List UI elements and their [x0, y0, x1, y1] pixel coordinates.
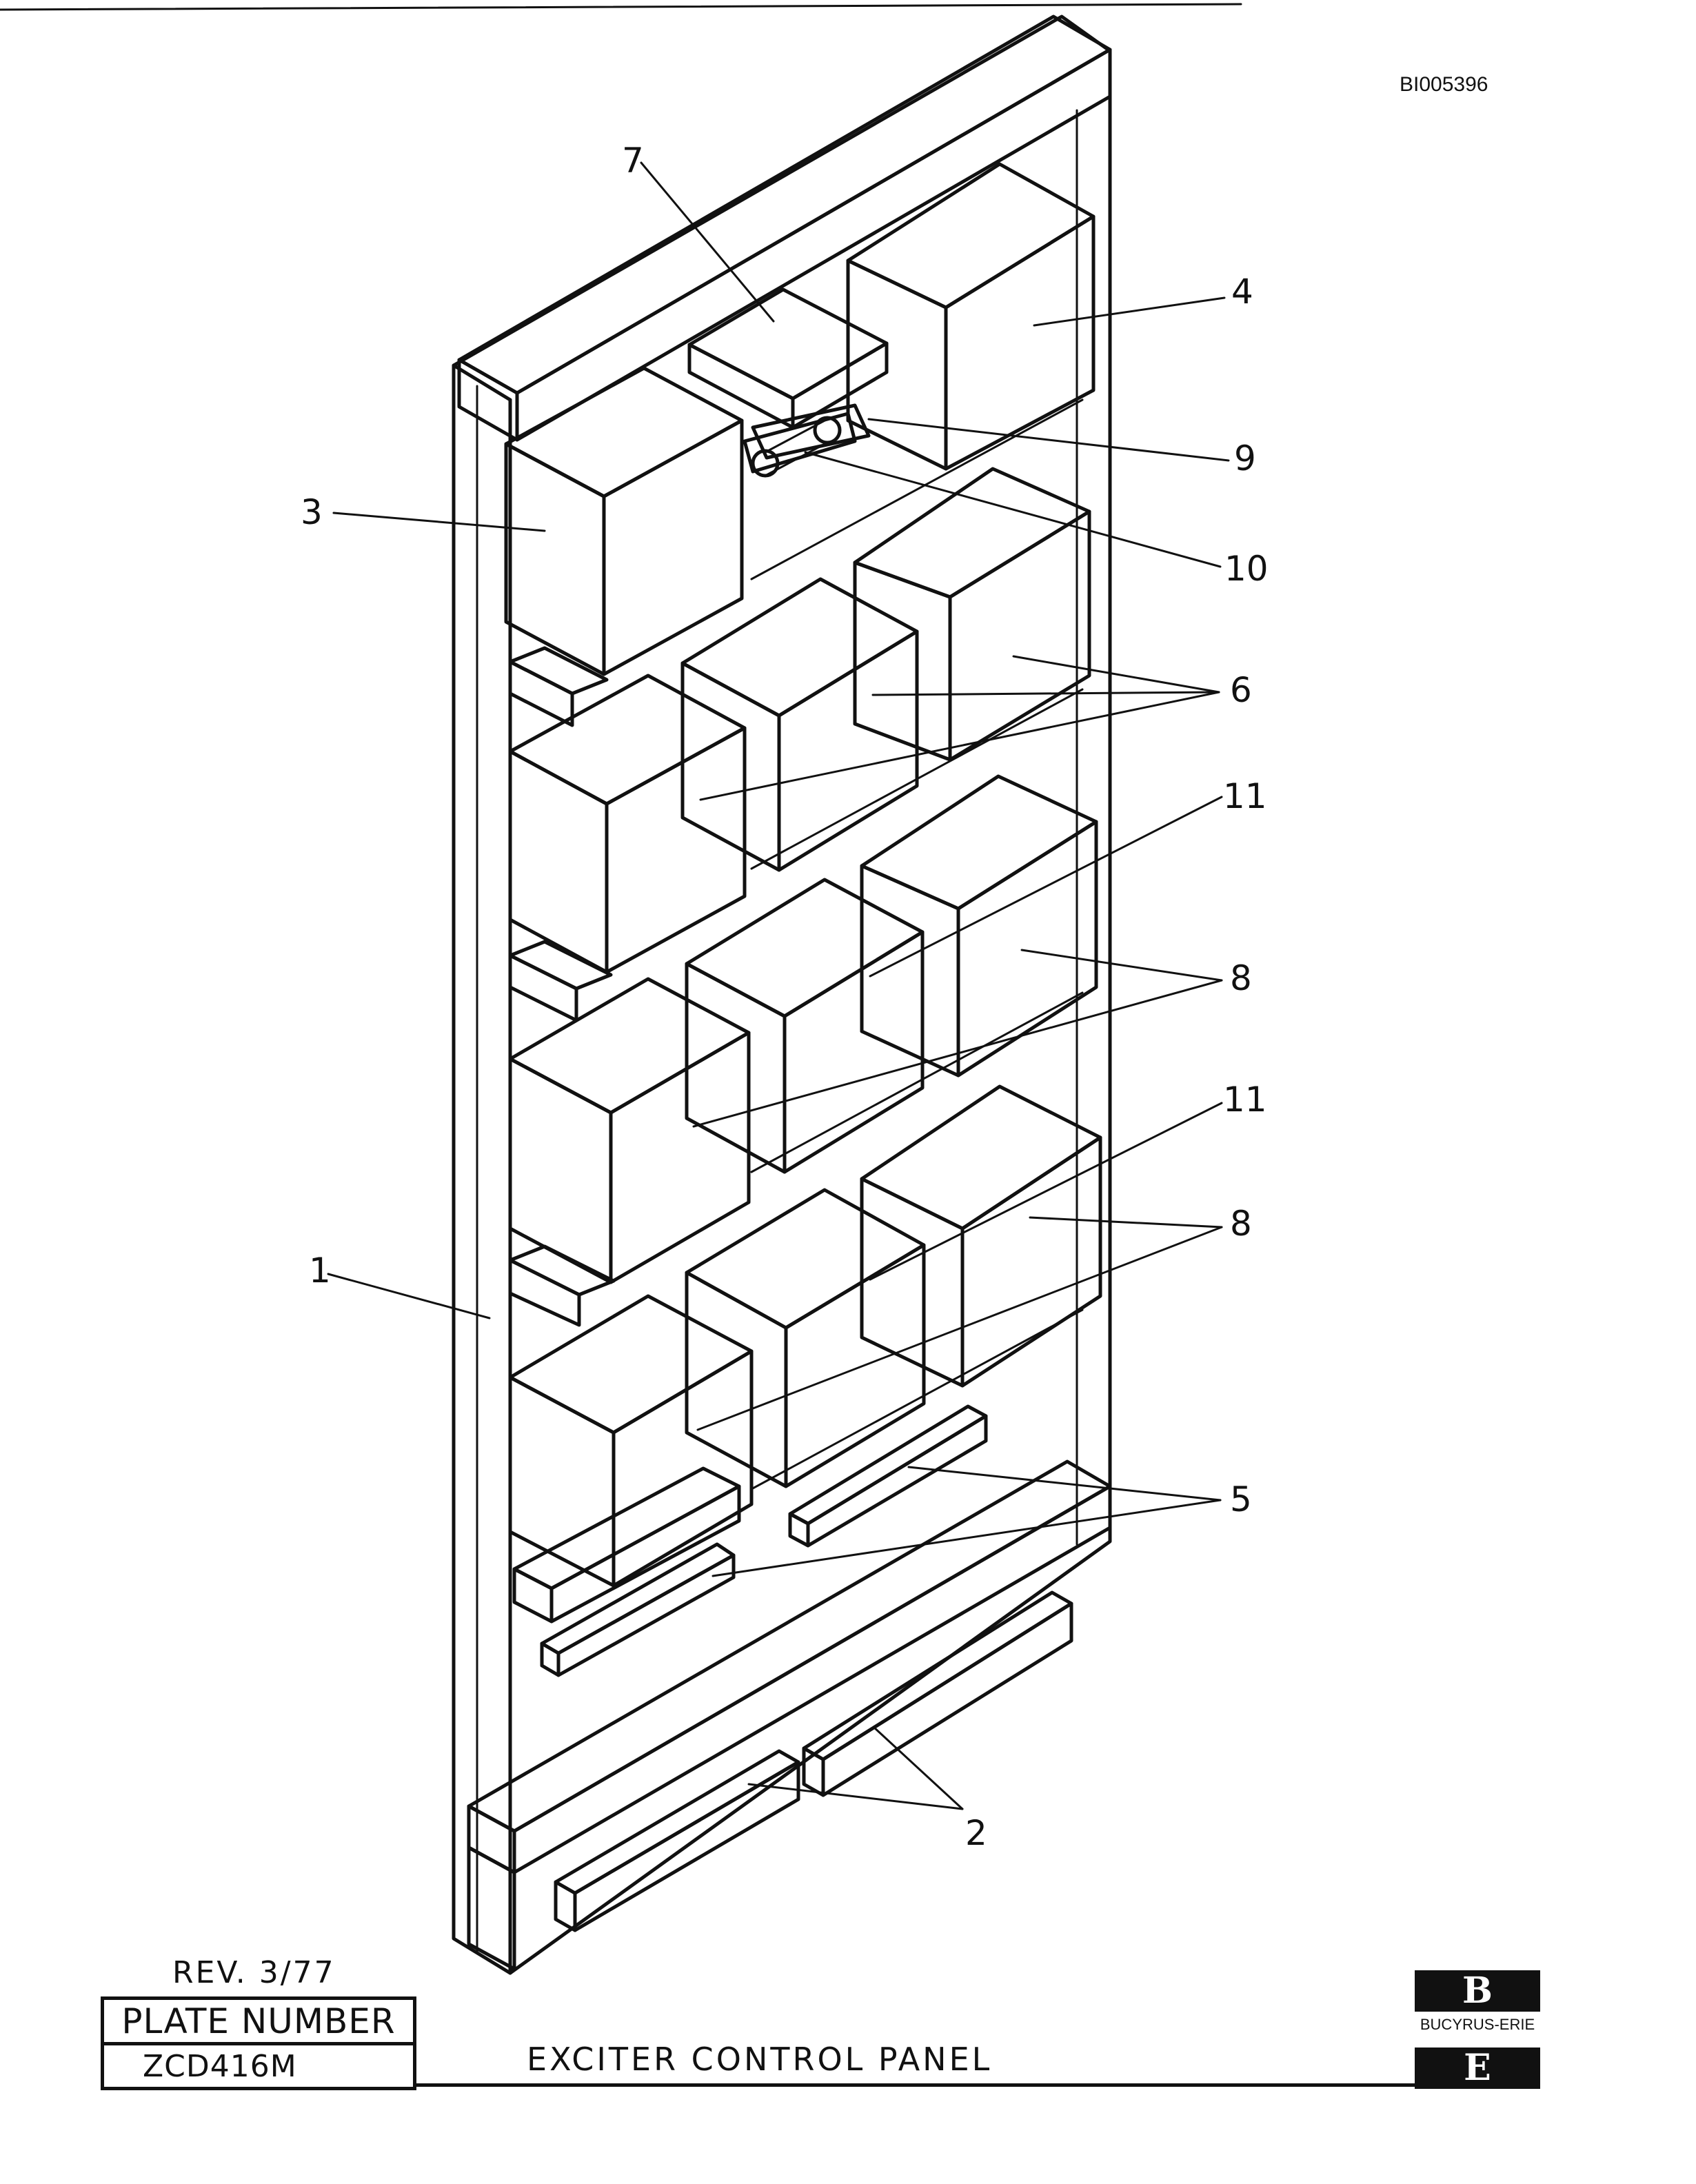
- spacer-bar-2: [508, 940, 613, 1022]
- relay-8-row3-right: [860, 774, 1098, 1078]
- top-border-line: [0, 3, 1242, 11]
- logo-company-name: BUCYRUS-ERIE: [1420, 2016, 1535, 2033]
- shelf-3: [750, 991, 1084, 1173]
- spacer-bar-3: [508, 1244, 616, 1327]
- terminal-strip-2-left: [554, 1749, 800, 1932]
- logo-e-block: E: [1415, 2048, 1540, 2089]
- callout-10: 10: [1224, 549, 1269, 589]
- logo-b-block: B: [1415, 1970, 1540, 2012]
- document-id: BI005396: [1400, 73, 1488, 96]
- callout-9: 9: [1234, 438, 1256, 478]
- callout-11-lower: 11: [1223, 1080, 1267, 1120]
- callout-7: 7: [622, 141, 644, 181]
- relay-3: [504, 366, 744, 676]
- relay-8-row4-left: [508, 1294, 754, 1588]
- relay-6-left: [508, 674, 747, 974]
- drawing-title: EXCITER CONTROL PANEL: [527, 2041, 993, 2078]
- bottom-rail: [467, 1459, 1112, 1971]
- relay-6-right: [853, 467, 1091, 762]
- callout-5: 5: [1230, 1479, 1252, 1519]
- relay-8-row4-middle: [685, 1188, 926, 1488]
- revision-label: REV. 3/77: [172, 1955, 336, 1990]
- shelf-4: [750, 1308, 1084, 1490]
- spacer-bar-1: [508, 646, 609, 727]
- relay-8-row3-left: [508, 977, 751, 1284]
- fuse-holder: [743, 403, 871, 478]
- relay-6-middle: [680, 577, 919, 872]
- plate-number-label: PLATE NUMBER: [104, 2000, 413, 2045]
- top-rail: [457, 14, 1112, 442]
- callout-2: 2: [965, 1813, 987, 1853]
- leader-lines: [327, 161, 1230, 1810]
- company-logo: B BUCYRUS-ERIE E: [1415, 1970, 1540, 2089]
- callout-4: 4: [1231, 272, 1253, 312]
- shelf-1: [750, 398, 1084, 580]
- callout-3: 3: [301, 492, 323, 532]
- terminal-strip-5-right: [788, 1404, 988, 1548]
- title-baseline: [416, 2083, 1540, 2087]
- terminal-strip-2-right: [802, 1590, 1073, 1797]
- callout-8-lower: 8: [1230, 1204, 1252, 1244]
- callout-6: 6: [1230, 670, 1252, 710]
- terminal-strip-5-left: [512, 1466, 741, 1677]
- plate-number-value: ZCD416M: [143, 2049, 297, 2084]
- callout-8-upper: 8: [1230, 958, 1252, 998]
- relay-8-row3-middle: [685, 878, 925, 1174]
- relay-8-row4-right: [860, 1084, 1102, 1388]
- plate-number-box: PLATE NUMBER ZCD416M: [101, 1996, 416, 2090]
- callout-1: 1: [309, 1251, 331, 1291]
- callout-11-upper: 11: [1223, 776, 1267, 816]
- relay-4: [846, 162, 1096, 471]
